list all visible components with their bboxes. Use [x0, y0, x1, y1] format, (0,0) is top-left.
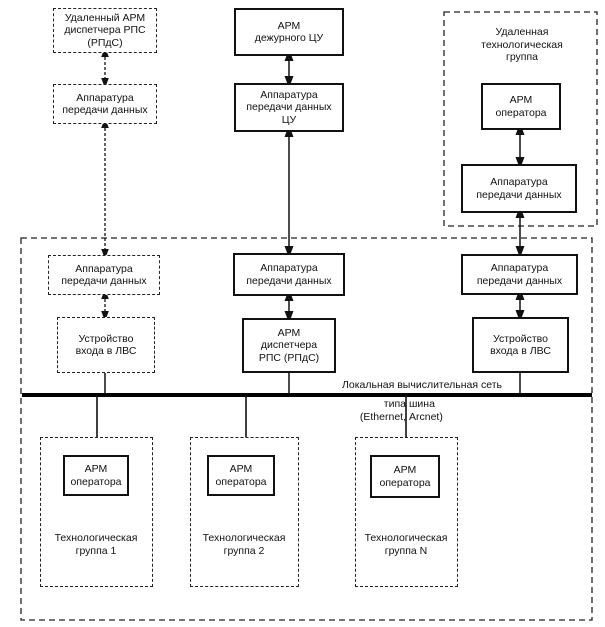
- right-lan-device-box: Устройство входа в ЛВС: [472, 317, 569, 373]
- center-dispatcher-box: АРМ диспетчера РПС (РПдС): [242, 318, 336, 373]
- left-lan-device-box: Устройство входа в ЛВС: [57, 317, 155, 373]
- tech-group-2-operator: АРМ оператора: [207, 455, 275, 496]
- lan-bus-kind-label: шина Arcnet): [409, 398, 443, 423]
- tech-group-2-name: Технологическая группа 2: [202, 532, 286, 557]
- cu-data-equipment-box: Аппаратура передачи данных ЦУ: [234, 83, 344, 132]
- remote-dispatcher-box: Удаленный АРМ диспетчера РПС (РПдС): [53, 8, 157, 53]
- lan-area-frame: [20, 237, 593, 621]
- right-data-equipment-box: Аппаратура передачи данных: [461, 254, 578, 295]
- left-data-equipment-box: Аппаратура передачи данных: [48, 255, 160, 295]
- duty-arm-box: АРМ дежурного ЦУ: [234, 8, 344, 56]
- tech-group-1-operator: АРМ оператора: [63, 455, 129, 496]
- tech-group-n-name: Технологическая группа N: [364, 532, 448, 557]
- remote-group-data-equipment-box: Аппаратура передачи данных: [461, 164, 577, 213]
- lan-bus-title: Локальная вычислительная сеть: [342, 379, 502, 391]
- tech-group-n: АРМ оператора Технологическая группа N: [355, 437, 458, 587]
- tech-group-n-operator: АРМ оператора: [370, 455, 440, 498]
- tech-group-1: АРМ оператора Технологическая группа 1: [40, 437, 153, 587]
- lan-bus-type-label: типа (Ethernet,: [359, 398, 406, 423]
- tech-group-2: АРМ оператора Технологическая группа 2: [190, 437, 299, 587]
- center-data-equipment-box: Аппаратура передачи данных: [233, 253, 345, 296]
- remote-group-operator-box: АРМ оператора: [481, 83, 561, 130]
- tech-group-1-name: Технологическая группа 1: [54, 532, 138, 557]
- remote-data-equipment-box: Аппаратура передачи данных: [53, 84, 157, 124]
- remote-group-title: Удаленная технологическая группа: [481, 26, 563, 63]
